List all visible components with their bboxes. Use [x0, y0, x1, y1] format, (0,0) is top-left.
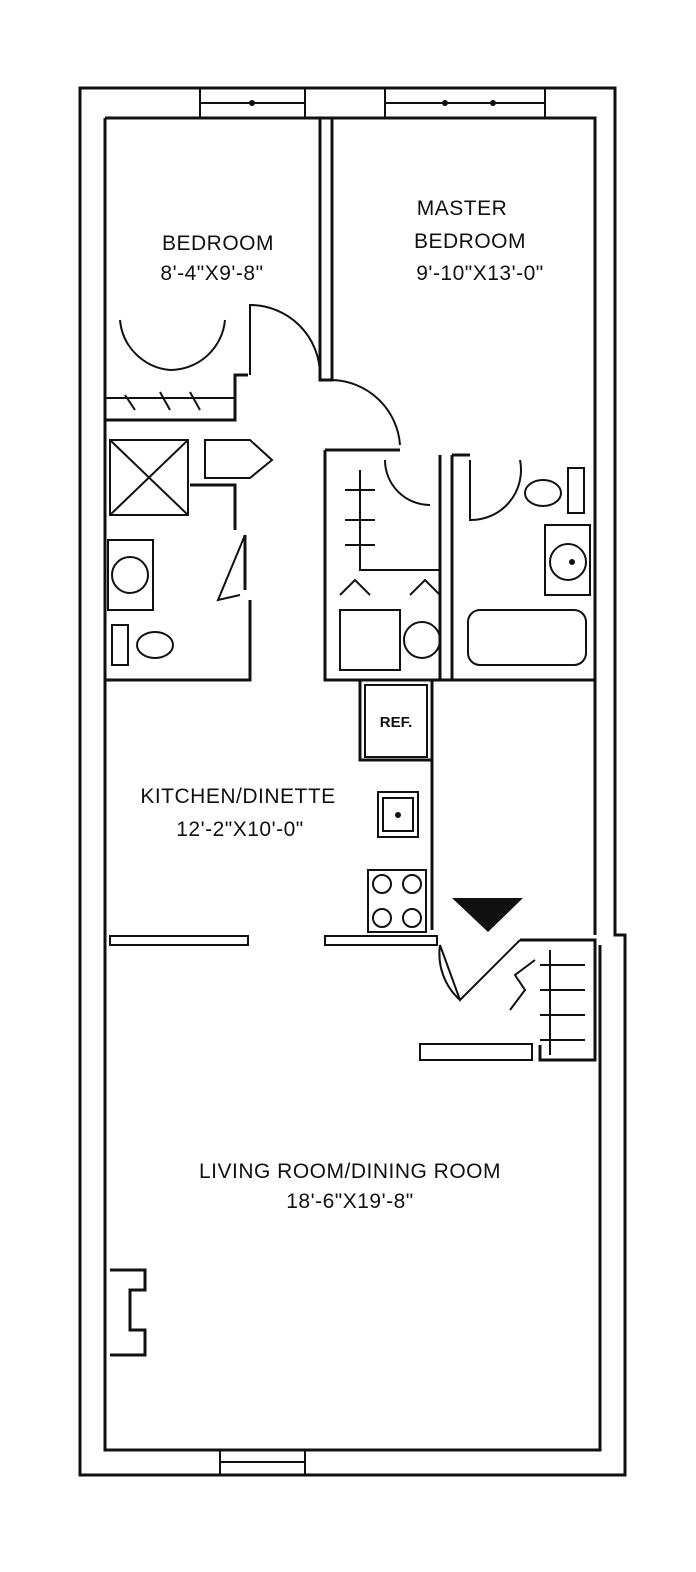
doors [119, 303, 522, 1002]
bathroom-fixtures [107, 439, 591, 671]
refrigerator [364, 684, 428, 758]
entry-arrow-icon [452, 898, 523, 932]
windows [199, 87, 546, 1476]
kitchen-appliances: REF. [364, 684, 428, 933]
master-bedroom-label-line1: MASTER [417, 197, 508, 220]
kitchen-label: KITCHEN/DINETTE [140, 785, 335, 808]
master-bedroom-label-line2: BEDROOM [414, 230, 526, 253]
closets [105, 391, 585, 1055]
living-room-dimensions: 18'-6"X19'-8" [286, 1190, 414, 1213]
kitchen-dimensions: 12'-2"X10'-0" [176, 818, 304, 841]
exterior-walls [78, 86, 627, 1477]
living-room-label: LIVING ROOM/DINING ROOM [199, 1160, 501, 1183]
bedroom-label: BEDROOM [162, 232, 274, 255]
bedroom-dimensions: 8'-4"X9'-8" [160, 262, 263, 285]
master-bedroom-dimensions: 9'-10"X13'-0" [416, 262, 544, 285]
sink [377, 791, 419, 838]
stove [367, 869, 427, 933]
refrigerator-label: REF. [380, 714, 413, 731]
interior-walls [103, 118, 597, 1357]
